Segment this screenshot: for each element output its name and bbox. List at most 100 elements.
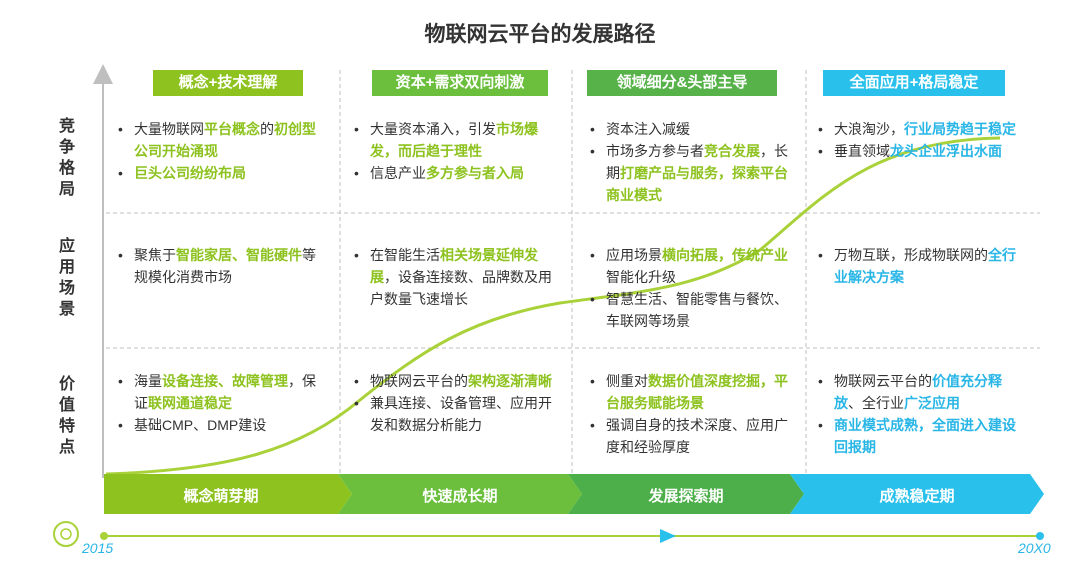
bullet-text: 应用场景	[606, 247, 662, 263]
bullet-text: 大浪淘沙，	[834, 121, 904, 137]
cell-col3-row1: •资本注入减缓•市场多方参与者竞合发展，长期打磨产品与服务，探索平台商业模式	[590, 118, 788, 206]
bullet-text: 广泛应用	[904, 395, 960, 411]
bullet-item: •侧重对数据价值深度挖掘，平台服务赋能场景	[590, 370, 788, 414]
bullet-text: 市场爆发，而后趋于理性	[370, 121, 538, 159]
bullet-text: 智能化升级	[606, 269, 676, 285]
bullet-dot: •	[818, 417, 823, 433]
bullet-item: • 垂直领域龙头企业浮出水面	[818, 140, 1023, 162]
bullet-text: 大量物联网	[134, 121, 204, 137]
bullet-text: ，设备连接数、品牌数及用户数量飞速增长	[370, 269, 552, 307]
phase-header-3: 领域细分&头部主导	[587, 70, 777, 96]
phase-header-4: 全面应用+格局稳定	[823, 70, 1005, 96]
bullet-item: •基础CMP、DMP建设	[118, 414, 326, 436]
bullet-text: 海量	[134, 373, 162, 389]
bullet-text: 龙头企业浮出水面	[890, 143, 1002, 159]
bullet-text: 信息产业	[370, 165, 426, 181]
bullet-dot: •	[590, 291, 595, 307]
stage-label-3: 发展探索期	[648, 488, 724, 505]
bullet-text: 平台概念	[204, 121, 260, 137]
bullet-item: •大量物联网平台概念的初创型公司开始涌现	[118, 118, 326, 162]
bullet-text: 设备连接、故障管理	[162, 373, 288, 389]
stage-arrow-2	[338, 474, 582, 514]
bullet-dot: •	[354, 247, 359, 263]
bullet-text: 智能家居、智能硬件	[176, 247, 302, 263]
bullet-item: •商业模式成熟，全面进入建设回报期	[818, 414, 1023, 458]
bullet-dot: •	[590, 247, 595, 263]
cell-col3-row2: • 应用场景横向拓展，传统产业智能化升级 • 智慧生活、智能零售与餐饮、车联网等场景	[590, 244, 788, 332]
bullet-text: 大量资本涌入，引发	[370, 121, 496, 137]
bullet-text: 架构逐渐清晰	[468, 373, 552, 389]
bullet-text: 初创型公司开始涌现	[134, 121, 316, 159]
bullet-text: 等规模化消费市场	[134, 247, 316, 285]
bullet-text: 价值充分释放	[834, 373, 1002, 411]
bullet-text: 市场多方参与者	[606, 143, 704, 159]
cell-col3-row3: •侧重对数据价值深度挖掘，平台服务赋能场景•强调自身的技术深度、应用广度和经验厚…	[590, 370, 788, 458]
bullet-text: 强调自身的技术深度、应用广度和经验厚度	[606, 417, 788, 455]
bullet-dot: •	[354, 395, 359, 411]
bullet-dot: •	[354, 121, 359, 137]
bullet-text: 、全行业	[848, 395, 904, 411]
bullet-item: •巨头公司纷纷布局	[118, 162, 326, 184]
bullet-item: • 海量设备连接、故障管理，保证联网通道稳定	[118, 370, 326, 414]
bullet-text: 联网通道稳定	[148, 395, 232, 411]
bullet-text: 全行业解决方案	[834, 247, 1016, 285]
bullet-text: 打磨产品与服务，探索平台商业模式	[606, 165, 788, 203]
bullet-text: 侧重对	[606, 373, 648, 389]
bullet-dot: •	[590, 143, 595, 159]
bullet-text: 相关场景延伸发展	[370, 247, 538, 285]
bullet-text: 横向拓展，传统产业	[662, 247, 788, 263]
bullet-text: 资本注入减缓	[606, 121, 690, 137]
bullet-text: 巨头公司纷纷布局	[134, 165, 246, 181]
stage-label-1: 概念萌芽期	[183, 488, 259, 505]
bullet-item: • 资本注入减缓	[590, 118, 788, 140]
bullet-text: 行业局势趋于稳定	[904, 121, 1016, 137]
bullet-item: •市场多方参与者竞合发展，长期打磨产品与服务，探索平台商业模式	[590, 140, 788, 206]
bullet-dot: •	[118, 373, 123, 389]
phase-header-1: 概念+技术理解	[153, 70, 303, 96]
timeline-end-year: 20X0	[1018, 540, 1051, 556]
timeline-start-year: 2015	[82, 540, 114, 556]
page-title: 物联网云平台的发展路径	[424, 23, 656, 46]
bullet-item: • 应用场景横向拓展，传统产业智能化升级	[590, 244, 788, 288]
cell-col1-row1: •大量物联网平台概念的初创型公司开始涌现•巨头公司纷纷布局	[118, 118, 326, 184]
row-label-value: 价值特点	[58, 376, 75, 456]
bullet-text: 的	[260, 121, 274, 137]
bullet-text: 垂直领域	[834, 143, 890, 159]
timeline-start-dot	[100, 532, 108, 540]
bullet-item: • 聚焦于智能家居、智能硬件等规模化消费市场	[118, 244, 326, 288]
bullet-dot: •	[818, 121, 823, 137]
bullet-text: 智慧生活、智能零售与餐饮、车联网等场景	[606, 291, 788, 329]
bullet-text: 多方参与者入局	[426, 165, 524, 181]
bullet-dot: •	[118, 247, 123, 263]
bullet-dot: •	[818, 373, 823, 389]
bullet-text: 聚焦于	[134, 247, 176, 263]
bullet-dot: •	[118, 417, 123, 433]
growth-curve	[105, 136, 1001, 476]
cell-col2-row2: •在智能生活相关场景延伸发展，设备连接数、品牌数及用户数量飞速增长	[354, 244, 560, 310]
bullet-text: 物联网云平台的	[370, 373, 468, 389]
bullet-text: ，保证	[134, 373, 316, 411]
bullet-item: •强调自身的技术深度、应用广度和经验厚度	[590, 414, 788, 458]
bullet-text: 兼具连接、设备管理、应用开发和数据分析能力	[370, 395, 552, 433]
bullet-text: 万物互联，形成物联网的	[834, 247, 988, 263]
stage-arrow-3	[568, 474, 804, 514]
bullet-dot: •	[818, 247, 823, 263]
bullet-dot: •	[354, 373, 359, 389]
bullet-item: • 大量资本涌入，引发市场爆发，而后趋于理性	[354, 118, 560, 162]
bullet-item: • 物联网云平台的架构逐渐清晰	[354, 370, 560, 392]
row-label-competition: 竞争格局	[58, 118, 75, 198]
bullet-item: • 智慧生活、智能零售与餐饮、车联网等场景	[590, 288, 788, 332]
cell-col2-row3: • 物联网云平台的架构逐渐清晰 • 兼具连接、设备管理、应用开发和数据分析能力	[354, 370, 560, 436]
timeline-end-dot	[1036, 532, 1044, 540]
cell-col1-row2: • 聚焦于智能家居、智能硬件等规模化消费市场	[118, 244, 326, 288]
bullet-dot: •	[818, 143, 823, 159]
stage-label-2: 快速成长期	[422, 488, 498, 505]
stage-label-4: 成熟稳定期	[879, 488, 955, 505]
bullet-text: 竞合发展	[704, 143, 760, 159]
cell-col4-row2: • 万物互联，形成物联网的全行业解决方案	[818, 244, 1023, 288]
bullet-dot: •	[590, 121, 595, 137]
phase-header-2: 资本+需求双向刺激	[372, 70, 548, 96]
bullet-item: • 兼具连接、设备管理、应用开发和数据分析能力	[354, 392, 560, 436]
cell-col4-row1: • 大浪淘沙，行业局势趋于稳定 • 垂直领域龙头企业浮出水面	[818, 118, 1023, 162]
